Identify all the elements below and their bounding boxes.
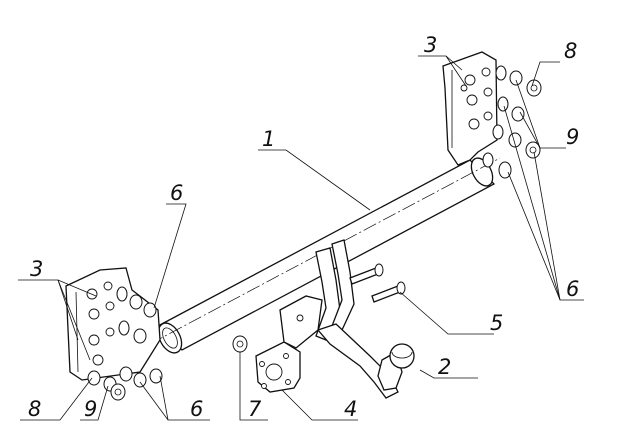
callout-labels: 1 2 3 3 4 5 6 6 6 7 8 8 9 9 xyxy=(28,33,579,421)
nut-part-7 xyxy=(232,335,248,353)
callout-8-right: 8 xyxy=(564,39,577,63)
callout-6-top: 6 xyxy=(170,181,183,205)
callout-2: 2 xyxy=(438,355,451,379)
right-bracket-washers-nuts xyxy=(482,65,542,179)
tow-ball-arm xyxy=(316,323,415,399)
callout-5: 5 xyxy=(490,311,503,335)
callout-3-right: 3 xyxy=(424,33,437,57)
callout-6-bottom: 6 xyxy=(190,397,203,421)
callout-6-right: 6 xyxy=(566,277,579,301)
callout-8-left: 8 xyxy=(28,397,41,421)
right-mounting-bracket xyxy=(442,51,542,179)
socket-plate xyxy=(255,295,323,393)
callout-9-right: 9 xyxy=(566,125,579,149)
leader-lines xyxy=(18,55,584,421)
callout-7: 7 xyxy=(248,397,262,421)
callout-9-left: 9 xyxy=(84,397,97,421)
left-bracket-washers-nuts xyxy=(87,286,163,401)
callout-1: 1 xyxy=(262,127,275,151)
right-bracket-holes xyxy=(460,67,493,130)
callout-3-left: 3 xyxy=(30,257,43,281)
callout-4: 4 xyxy=(344,397,357,421)
left-mounting-bracket xyxy=(65,267,163,401)
bolts xyxy=(349,263,406,303)
